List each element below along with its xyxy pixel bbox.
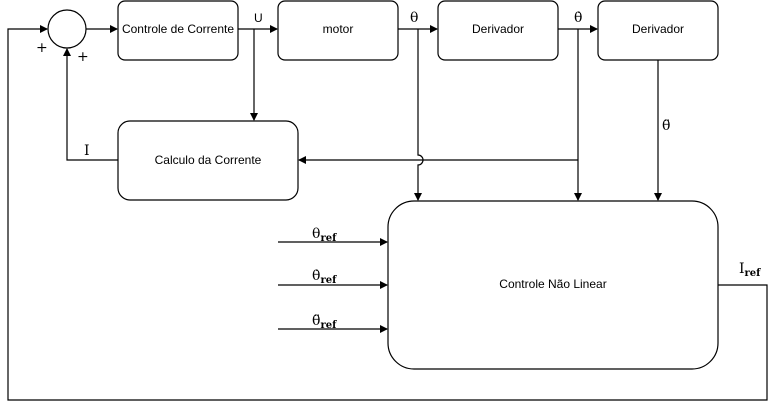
signal-theta-label: θ [410, 10, 418, 26]
sum-sign-left: + [36, 40, 48, 56]
signal-current-label: I [84, 143, 90, 159]
sum-sign-bottom: + [77, 49, 89, 65]
current-control-block [117, 0, 239, 61]
signal-thetaddot-label: θ̈ [662, 118, 670, 134]
signal-u-label: U [254, 11, 263, 25]
summing-junction [47, 9, 87, 49]
nonlinear-control-label: Controle Não Linear [499, 277, 606, 291]
thetaddot-ref-label: θ̈ref [312, 313, 337, 331]
signal-thetadot-label: θ̇ [574, 10, 582, 26]
theta-ref-label: θref [312, 226, 337, 244]
derivative-label-1: Derivador [472, 22, 524, 36]
wire-theta-to-nonlinear [414, 29, 424, 201]
derivative-block-1 [437, 0, 559, 61]
current-control-label: Controle de Corrente [122, 22, 234, 36]
iref-label: Iref [739, 261, 761, 279]
motor-label: motor [323, 22, 354, 36]
derivative-label-2: Derivador [632, 22, 684, 36]
wire-current-to-sum [63, 48, 118, 161]
thetadot-ref-label: θ̇ref [312, 268, 337, 286]
current-calc-label: Calculo da Corrente [155, 153, 262, 167]
motor-block [277, 0, 399, 61]
wire-iref-to-sum [7, 25, 768, 401]
